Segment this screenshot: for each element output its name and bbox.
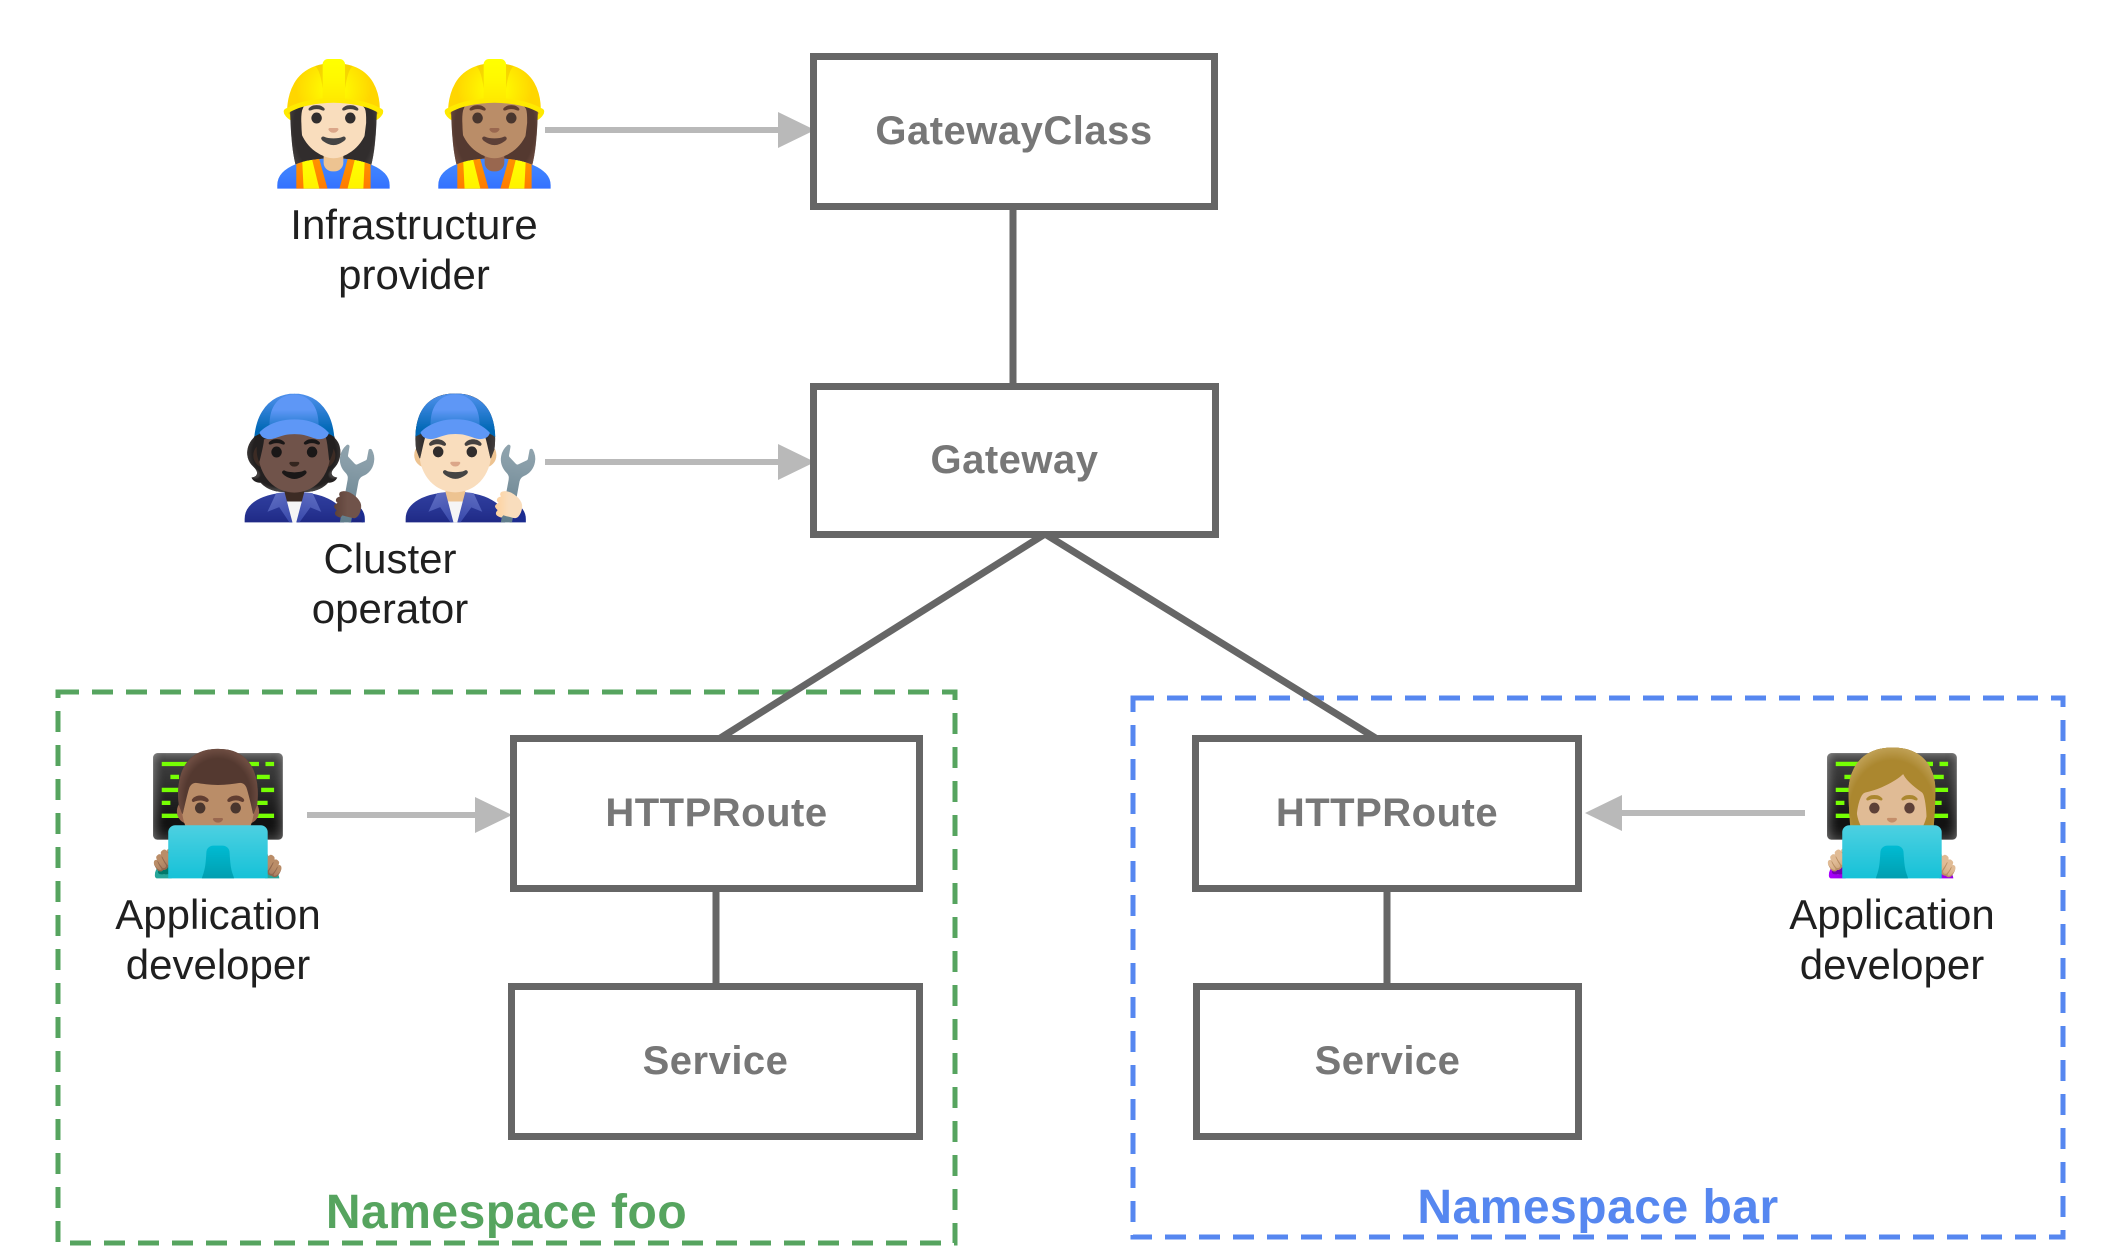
node-gateway-label: Gateway xyxy=(930,438,1099,482)
persona-app-developer-foo: 👨🏽‍💻 Application developer xyxy=(78,748,358,990)
woman-technologist-emoji: 👩🏼‍💻 xyxy=(1818,748,1966,880)
node-httproute-foo: HTTPRoute xyxy=(510,735,923,892)
mechanic-dark-emoji: 🧑🏿‍🔧 xyxy=(236,392,383,524)
app-developer-foo-label: Application developer xyxy=(115,891,321,989)
man-technologist-emoji: 👨🏽‍💻 xyxy=(144,748,292,880)
persona-infrastructure-provider: 👷🏻‍♀️ 👷🏽‍♀️ Infrastructure provider xyxy=(186,58,642,300)
namespace-foo-boundary xyxy=(55,689,958,1246)
namespace-foo-label: Namespace foo xyxy=(325,1186,688,1239)
arrow-app-developer-bar-head xyxy=(1585,795,1622,831)
namespace-bar-boundary xyxy=(1130,695,2066,1240)
persona-cluster-operator: 🧑🏿‍🔧 👨🏻‍🔧 Cluster operator xyxy=(162,392,618,634)
woman-construction-worker-light-emoji: 👷🏻‍♀️ xyxy=(260,58,407,190)
edge-gateway-httproute-bar xyxy=(1043,531,1384,745)
app-developer-bar-label: Application developer xyxy=(1789,891,1995,989)
node-service-foo: Service xyxy=(508,983,923,1140)
node-httproute-foo-label: HTTPRoute xyxy=(605,791,828,835)
app-developer-bar-emojis: 👩🏼‍💻 xyxy=(1819,748,1966,880)
app-developer-foo-emojis: 👨🏽‍💻 xyxy=(145,748,292,880)
woman-construction-worker-medium-emoji: 👷🏽‍♀️ xyxy=(421,58,568,190)
node-httproute-bar-label: HTTPRoute xyxy=(1275,791,1499,835)
arrow-cluster-operator-head xyxy=(778,444,815,480)
node-gatewayclass-label: GatewayClass xyxy=(875,109,1153,153)
arrow-infrastructure-provider-head xyxy=(778,112,815,148)
cluster-operator-label: Cluster operator xyxy=(311,535,469,633)
node-gatewayclass: GatewayClass xyxy=(810,53,1218,210)
node-httproute-bar: HTTPRoute xyxy=(1192,735,1582,892)
node-service-bar-label: Service xyxy=(1314,1039,1461,1083)
node-service-foo-label: Service xyxy=(642,1039,789,1083)
node-service-bar: Service xyxy=(1193,983,1582,1140)
edge-gateway-httproute-foo xyxy=(712,531,1047,745)
cluster-operator-emojis: 🧑🏿‍🔧 👨🏻‍🔧 xyxy=(236,392,544,524)
arrow-app-developer-foo-head xyxy=(475,797,512,833)
infrastructure-provider-emojis: 👷🏻‍♀️ 👷🏽‍♀️ xyxy=(260,58,568,190)
infrastructure-provider-label: Infrastructure provider xyxy=(290,201,538,299)
namespace-bar-label: Namespace bar xyxy=(1417,1181,1779,1234)
persona-app-developer-bar: 👩🏼‍💻 Application developer xyxy=(1752,748,2032,990)
node-gateway: Gateway xyxy=(810,383,1219,538)
man-mechanic-light-emoji: 👨🏻‍🔧 xyxy=(397,392,544,524)
